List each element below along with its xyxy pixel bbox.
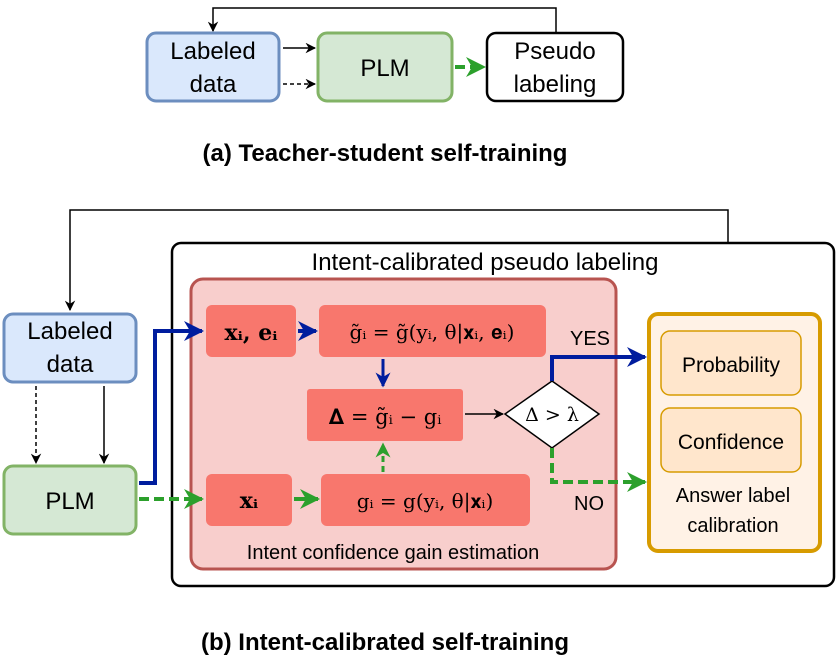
- probability-label: Probability: [682, 354, 781, 377]
- bottom-labeled-data-line1: Labeled: [27, 318, 112, 345]
- no-label: NO: [574, 493, 604, 515]
- top-labeled-data-box: Labeled data: [145, 31, 281, 103]
- x-box: 𝐱ᵢ: [206, 474, 292, 526]
- top-plm-label: PLM: [360, 55, 409, 82]
- calibration-label-line2: calibration: [687, 515, 778, 537]
- top-pseudo-line2: labeling: [514, 71, 597, 98]
- bottom-labeled-data-box: Labeled data: [2, 312, 138, 384]
- decision-label: Δ > λ: [525, 404, 579, 426]
- top-pseudo-labeling-box: Pseudo labeling: [485, 31, 625, 103]
- bottom-caption: (b) Intent-calibrated self-training: [201, 629, 569, 656]
- x-label: 𝐱ᵢ: [240, 488, 258, 514]
- delta-box: 𝚫 = g̃ᵢ − gᵢ: [307, 389, 463, 441]
- probability-box: [660, 330, 802, 396]
- bottom-plm-box: PLM: [2, 464, 138, 536]
- gtilde-box: g̃ᵢ = g̃(yᵢ, θ|𝐱ᵢ, 𝐞ᵢ): [319, 305, 546, 357]
- top-pseudo-line1: Pseudo: [514, 38, 595, 65]
- pseudo-labeling-title: Intent-calibrated pseudo labeling: [312, 249, 659, 276]
- bottom-plm-label: PLM: [45, 488, 94, 515]
- g-box: gᵢ = g(yᵢ, θ|𝐱ᵢ): [321, 474, 530, 526]
- yes-label: YES: [570, 328, 610, 350]
- confidence-box: [660, 407, 802, 473]
- bottom-labeled-data-line2: data: [47, 351, 94, 378]
- confidence-label: Confidence: [678, 431, 784, 454]
- top-labeled-data-line1: Labeled: [170, 38, 255, 65]
- delta-label: 𝚫 = g̃ᵢ − gᵢ: [329, 405, 442, 429]
- xe-box: 𝐱ᵢ, 𝐞ᵢ: [206, 305, 296, 357]
- calibration-container: Probability Confidence Answer label cali…: [647, 312, 822, 553]
- decision-diamond: Δ > λ: [503, 380, 601, 449]
- gtilde-label: g̃ᵢ = g̃(yᵢ, θ|𝐱ᵢ, 𝐞ᵢ): [350, 320, 515, 345]
- xe-label: 𝐱ᵢ, 𝐞ᵢ: [225, 320, 278, 346]
- estimation-label: Intent confidence gain estimation: [247, 542, 539, 564]
- top-caption: (a) Teacher-student self-training: [203, 140, 568, 167]
- yes-arrow: [550, 347, 647, 381]
- calibration-label-line1: Answer label: [676, 485, 791, 507]
- g-label: gᵢ = g(yᵢ, θ|𝐱ᵢ): [357, 489, 494, 514]
- no-arrow: [550, 448, 647, 492]
- top-feedback-arrow: [207, 7, 557, 33]
- top-labeled-data-line2: data: [190, 71, 237, 98]
- blue-arrow-plm-to-xe: [139, 321, 204, 485]
- top-plm-box: PLM: [316, 31, 454, 103]
